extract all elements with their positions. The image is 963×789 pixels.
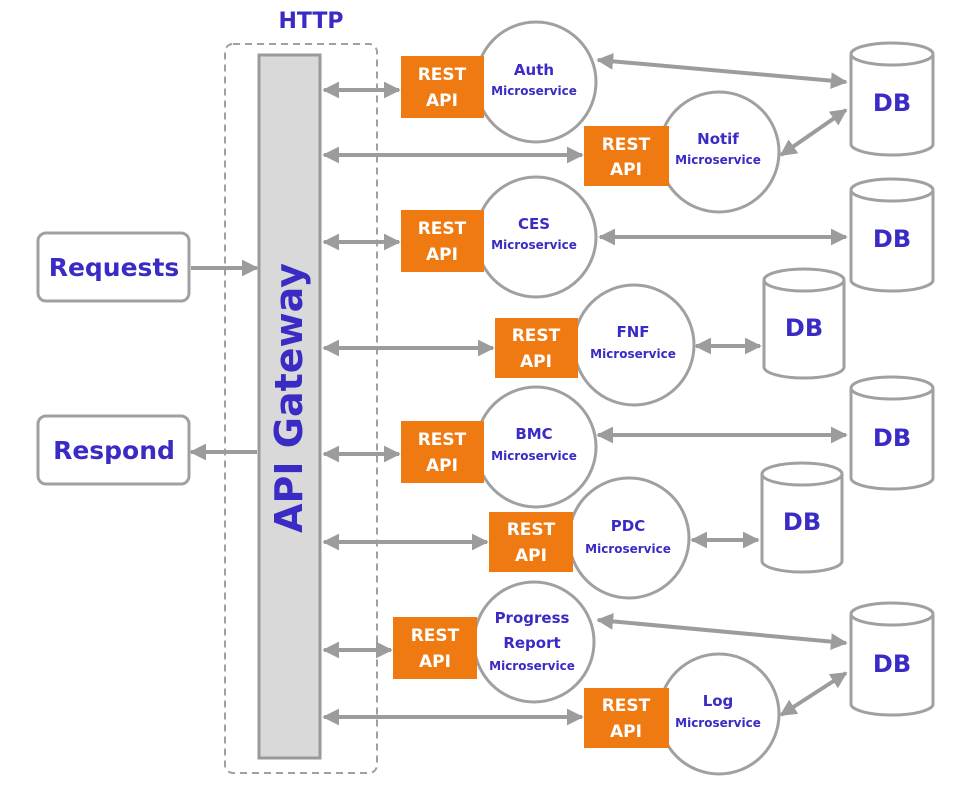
fnf-rest-api[interactable]: REST API — [495, 318, 578, 378]
http-label: HTTP — [278, 9, 343, 34]
service-sub: Microservice — [489, 659, 575, 673]
service-name-line1: Progress — [495, 609, 570, 627]
log-db-arrow — [779, 671, 848, 717]
api-gateway-label: API Gateway — [267, 263, 311, 533]
rest-label: REST — [602, 135, 651, 155]
respond-label: Respond — [53, 436, 175, 465]
progress-report-microservice[interactable]: Progress Report Microservice — [472, 580, 596, 704]
service-name: PDC — [611, 517, 645, 535]
api-gateway[interactable] — [257, 53, 322, 760]
bmc-microservice[interactable]: BMC Microservice — [474, 385, 598, 509]
pdc-microservice[interactable]: PDC Microservice — [567, 476, 691, 600]
db-label: DB — [873, 424, 911, 452]
notif-rest-api[interactable]: REST API — [584, 126, 669, 186]
progress-log-db[interactable]: DB — [849, 601, 935, 717]
rest-label: REST — [512, 326, 561, 346]
db-label: DB — [783, 508, 821, 536]
progress-report-rest-api[interactable]: REST API — [393, 617, 477, 679]
api-label: API — [520, 352, 552, 372]
service-name: CES — [518, 215, 550, 233]
requests-box[interactable]: Requests — [36, 231, 191, 303]
requests-label: Requests — [49, 253, 180, 282]
api-label: API — [426, 91, 458, 111]
notif-db-arrow — [779, 108, 848, 157]
ces-rest-api[interactable]: REST API — [401, 210, 484, 272]
service-name: Notif — [697, 130, 739, 148]
rest-label: REST — [602, 696, 651, 716]
ces-microservice[interactable]: CES Microservice — [474, 175, 598, 299]
api-label: API — [419, 652, 451, 672]
service-name: Auth — [514, 61, 554, 79]
rest-label: REST — [418, 219, 467, 239]
service-name: Log — [703, 692, 734, 710]
pdc-db[interactable]: DB — [760, 461, 844, 574]
auth-microservice[interactable]: Auth Microservice — [474, 20, 598, 144]
service-sub: Microservice — [491, 449, 577, 463]
service-sub: Microservice — [590, 347, 676, 361]
service-name: FNF — [616, 323, 649, 341]
fnf-db[interactable]: DB — [762, 267, 846, 380]
rest-label: REST — [418, 430, 467, 450]
api-label: API — [426, 245, 458, 265]
rest-label: REST — [418, 65, 467, 85]
fnf-microservice[interactable]: FNF Microservice — [572, 283, 696, 407]
service-sub: Microservice — [675, 153, 761, 167]
http-boundary — [224, 43, 378, 774]
service-sub: Microservice — [585, 542, 671, 556]
auth-rest-api[interactable]: REST API — [401, 56, 484, 118]
respond-box[interactable]: Respond — [36, 414, 191, 486]
notif-microservice[interactable]: Notif Microservice — [657, 90, 781, 214]
service-sub: Microservice — [491, 238, 577, 252]
db-label: DB — [873, 89, 911, 117]
db-label: DB — [785, 314, 823, 342]
log-microservice[interactable]: Log Microservice — [657, 652, 781, 776]
api-label: API — [610, 160, 642, 180]
service-name: BMC — [515, 425, 552, 443]
progress-db-arrow — [596, 613, 848, 650]
pdc-rest-api[interactable]: REST API — [489, 512, 573, 572]
ces-db[interactable]: DB — [849, 177, 935, 293]
service-sub: Microservice — [491, 84, 577, 98]
api-label: API — [426, 456, 458, 476]
log-rest-api[interactable]: REST API — [584, 688, 669, 748]
db-label: DB — [873, 650, 911, 678]
rest-label: REST — [411, 626, 460, 646]
service-name-line2: Report — [503, 634, 560, 652]
api-label: API — [515, 546, 547, 566]
service-sub: Microservice — [675, 716, 761, 730]
auth-db-arrow — [596, 52, 848, 90]
auth-notif-db[interactable]: DB — [849, 41, 935, 157]
db-label: DB — [873, 225, 911, 253]
rest-label: REST — [507, 520, 556, 540]
api-label: API — [610, 722, 642, 742]
bmc-rest-api[interactable]: REST API — [401, 421, 484, 483]
bmc-db[interactable]: DB — [849, 375, 935, 491]
